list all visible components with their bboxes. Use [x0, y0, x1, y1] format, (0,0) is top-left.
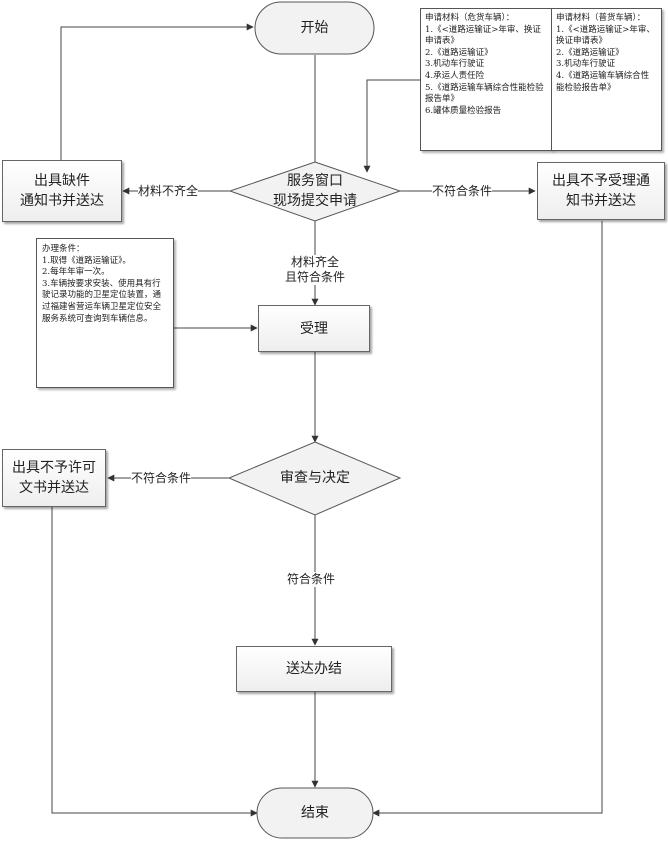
edge-label-incomplete: 材料不齐全: [138, 184, 199, 199]
end-label: 结束: [301, 805, 329, 821]
conditions-note-line: 2.每年年审一次。: [42, 267, 110, 278]
conditions-note: 办理条件：1.取得《道路运输证》。2.每年年审一次。3.车辆按要求安装、使用具有…: [36, 238, 174, 388]
end-node: 结束: [257, 788, 373, 838]
deliver-label: 送达办结: [286, 661, 342, 677]
conditions-note-line: 1.取得《道路运输证》。: [42, 255, 131, 266]
submit-label-line2: 现场提交申请: [273, 193, 357, 209]
general-note-line: 申请材料（普货车辆）：: [556, 13, 646, 23]
accept-box: 受理: [258, 305, 370, 352]
conditions-note-line: 3.车辆按要求安装、使用具有行驶记录功能的卫星定位装置，通过福建省营运车辆卫星定…: [42, 278, 162, 324]
conditions-note-line: 办理条件：: [42, 244, 85, 254]
hazardous-note-line: 5.《道路运输车辆综合性能检验报告单》: [425, 82, 544, 105]
deliver-box: 送达办结: [236, 646, 392, 692]
review-decision-shape: [227, 441, 402, 516]
deny-license-label: 出具不予许可 文书并送达: [12, 460, 96, 496]
edge-label-complete-meet: 材料齐全 且符合条件: [282, 255, 348, 285]
reject-acceptance-label: 出具不予受理通 知书并送达: [552, 173, 650, 209]
general-note-line: 2.《道路运输证》: [556, 47, 624, 58]
edge-note-to-submit: [363, 79, 420, 173]
edge-label-not-meet-2: 不符合条件: [131, 471, 192, 486]
submit-label-line1: 服务窗口: [287, 173, 343, 189]
general-note-line: 4.《道路运输车辆综合性能检验报告单》: [556, 70, 650, 93]
edge-reject-to-end: [372, 221, 603, 817]
general-note-line: 3.机动车行驶证: [556, 59, 616, 70]
accept-label: 受理: [300, 320, 328, 337]
hazardous-note-line: 3.机动车行驶证: [425, 59, 485, 70]
submit-decision: 服务窗口 现场提交申请: [255, 168, 375, 214]
deny-license-box: 出具不予许可 文书并送达: [2, 449, 106, 507]
edge-label-meet: 符合条件: [287, 572, 336, 587]
hazardous-note-line: 6.罐体质量检验报告: [425, 105, 502, 116]
missing-notice-label: 出具缺件 通知书并送达: [20, 173, 104, 209]
start-node-shape: [254, 1, 375, 55]
hazardous-note-line: 1.《<道路运输证>年审、换证申请表》: [425, 24, 541, 47]
general-materials-note: 申请材料（普货车辆）：1.《<道路运输证>年审、换证申请表》2.《道路运输证》3…: [551, 8, 662, 151]
reject-acceptance-box: 出具不予受理通 知书并送达: [537, 162, 665, 220]
edge-deny-to-end: [51, 507, 258, 817]
hazardous-note-line: 2.《道路运输证》: [425, 47, 493, 58]
start-node: 开始: [255, 2, 374, 54]
missing-notice-box: 出具缺件 通知书并送达: [2, 160, 122, 222]
general-note-line: 1.《<道路运输证>年审、换证申请表》: [556, 24, 655, 47]
hazardous-materials-note: 申请材料（危货车辆）：1.《<道路运输证>年审、换证申请表》2.《道路运输证》3…: [420, 8, 552, 151]
hazardous-note-line: 4.承运人责任险: [425, 70, 485, 81]
edge-label-not-meet-1: 不符合条件: [432, 184, 493, 199]
review-label: 审查与决定: [280, 470, 350, 486]
review-decision: 审查与决定: [260, 466, 370, 490]
submit-decision-shape: [228, 161, 402, 222]
start-label: 开始: [300, 20, 329, 36]
hazardous-note-line: 申请材料（危货车辆）：: [425, 13, 515, 23]
end-node-shape: [256, 787, 374, 839]
edge-missing-to-start: [60, 23, 254, 160]
